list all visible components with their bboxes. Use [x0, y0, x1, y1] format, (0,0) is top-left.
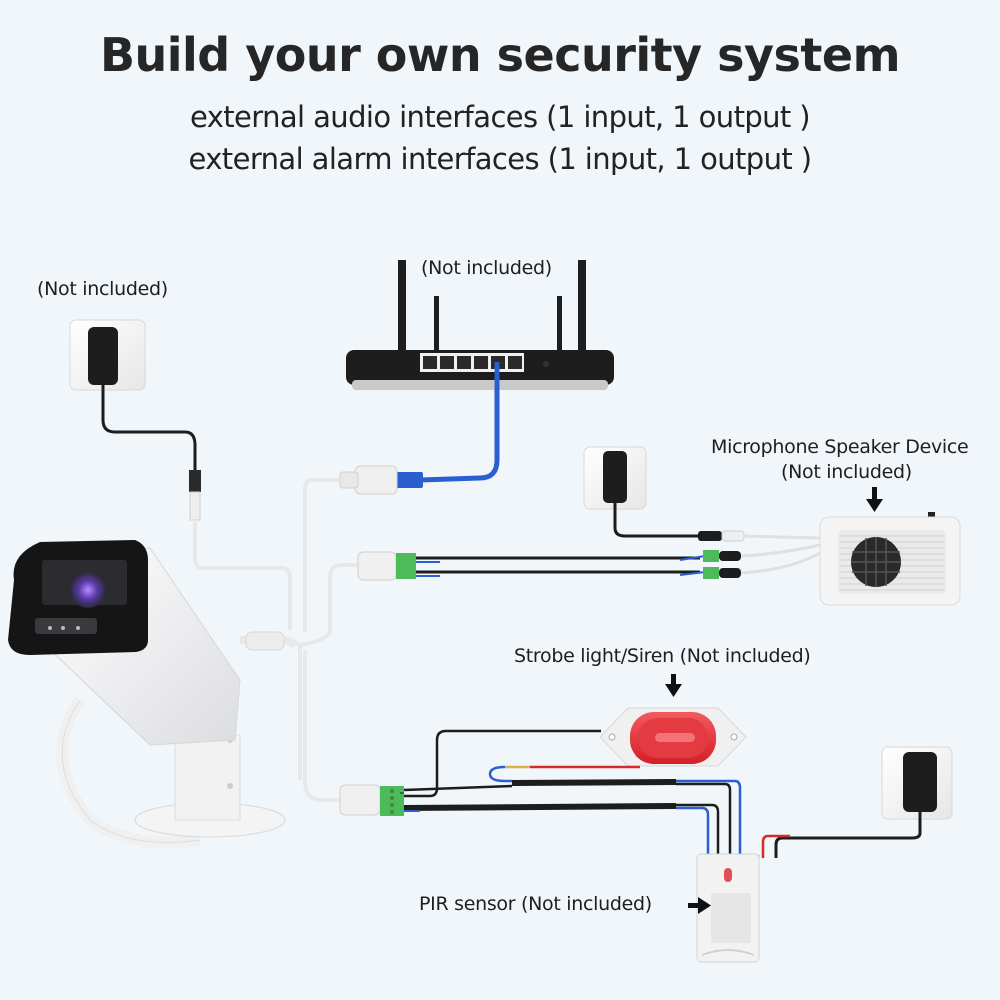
pir-window: [711, 893, 751, 943]
camera-pigtail-ethernet: [303, 478, 340, 632]
arrow-down-icon: [665, 674, 682, 697]
camera-lens: [70, 572, 106, 608]
router-ports: [420, 353, 524, 372]
ethernet-cable: [419, 362, 500, 483]
router-base: [352, 380, 608, 390]
pir-sensor-device: [696, 853, 760, 963]
rj45-plug: [395, 472, 423, 488]
camera-power-adapter: [69, 319, 146, 391]
mic-speaker-power-adapter: [583, 446, 647, 510]
arrow-down-icon: [866, 487, 883, 512]
pir-power-adapter: [881, 746, 953, 820]
power-adapter-icon: [88, 327, 118, 385]
camera-power-cable: [101, 385, 197, 480]
router-antenna: [578, 260, 586, 355]
alarm-in-cable: [511, 779, 677, 786]
mic-speaker-title-label: Microphone Speaker Device: [711, 436, 969, 458]
pir-led: [724, 868, 732, 882]
power-adapter-icon: [603, 451, 627, 503]
camera-ir-leds: [35, 618, 97, 634]
subtitle-alarm-interfaces: external alarm interfaces (1 input, 1 ou…: [188, 142, 813, 176]
audio-pigtail-head: [357, 551, 397, 581]
camera-cable-loop: [56, 696, 201, 849]
dc-plug: [189, 470, 201, 492]
router-antenna: [557, 296, 562, 356]
alarm-out-cable: [403, 803, 677, 811]
camera-pigtail-alarm: [303, 650, 345, 802]
camera-pigtail-audio: [299, 563, 360, 647]
router-label: (Not included): [421, 257, 552, 279]
pir-power-cable: [774, 812, 922, 858]
strobe-siren-label: Strobe light/Siren (Not included): [514, 645, 811, 667]
microphone-speaker-device: [819, 512, 961, 606]
alarm-pigtail-head: [339, 784, 381, 816]
strobe-siren-device: [599, 707, 747, 767]
router-antenna: [398, 260, 406, 355]
camera-pigtail-ferrite: [245, 631, 285, 651]
router-led: [543, 361, 549, 367]
camera-pigtail-power: [193, 520, 292, 630]
audio-terminal-block: [396, 553, 416, 579]
page-title: Build your own security system: [99, 28, 901, 82]
subtitle-audio-interfaces: external audio interfaces (1 input, 1 ou…: [189, 100, 811, 134]
mic-speaker-power-cable: [613, 503, 700, 538]
ip-camera: [8, 540, 298, 838]
strobe-wire: [404, 729, 601, 798]
router: [346, 260, 614, 390]
audio-out-terminal: [703, 550, 719, 562]
audio-in-terminal: [703, 567, 719, 579]
arrow-right-icon: [688, 897, 711, 914]
camera-mount-arm: [174, 734, 241, 821]
pir-sensor-label: PIR sensor (Not included): [419, 893, 652, 915]
dc-socket: [189, 491, 201, 521]
camera-power-adapter-label: (Not included): [37, 278, 168, 300]
rj45-coupler: [354, 465, 398, 495]
mic-speaker-note-label: (Not included): [781, 461, 912, 483]
power-adapter-icon: [903, 752, 937, 812]
router-antenna: [434, 296, 439, 356]
